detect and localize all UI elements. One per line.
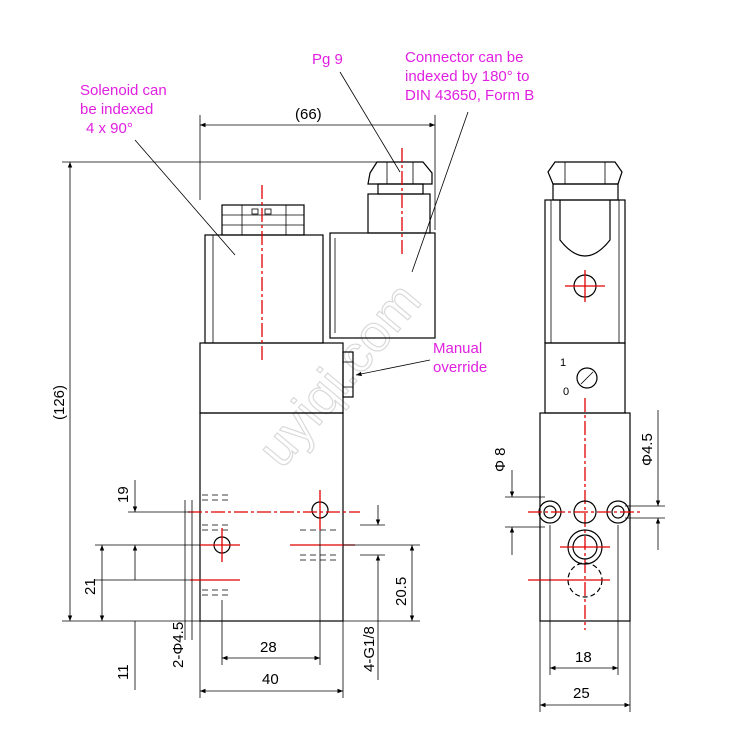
note-connector-1: Connector can be <box>405 49 523 66</box>
dim-25: 25 <box>573 685 590 702</box>
note-connector-2: indexed by 180° to <box>405 68 529 85</box>
solenoid-coil <box>204 234 324 344</box>
dim-40: 40 <box>262 671 279 688</box>
note-manual-1: Manual <box>433 340 482 357</box>
note-connector-3: DIN 43650, Form B <box>405 87 534 104</box>
side-view: 1 0 <box>528 161 640 630</box>
note-manual-2: override <box>433 359 487 376</box>
switch-label-0: 0 <box>563 386 569 398</box>
watermark: uyiqi.com <box>247 272 433 478</box>
dim-66: (66) <box>295 106 322 123</box>
dim-phi-4-5: Φ4.5 <box>639 433 656 466</box>
front-annotations: Solenoid can be indexed 4 x 90° Pg 9 Con… <box>80 49 534 377</box>
note-solenoid-3: 4 x 90° <box>86 120 133 137</box>
dim-20-5: 20.5 <box>393 577 410 606</box>
dim-11: 11 <box>115 664 132 680</box>
dim-21: 21 <box>82 578 99 595</box>
front-view <box>188 148 436 622</box>
front-dimensions: (66) (126) 19 21 11 2-Φ4.5 28 40 <box>51 106 436 698</box>
manual-override-knob <box>342 351 354 398</box>
dim-19: 19 <box>115 486 132 503</box>
dim-28: 28 <box>260 639 277 656</box>
side-dimensions: Φ 8 Φ4.5 18 25 <box>492 410 665 712</box>
dim-phi-8: Φ 8 <box>492 448 509 472</box>
note-solenoid-2: be indexed <box>80 101 153 118</box>
dim-4-g1-8: 4-G1/8 <box>361 626 378 672</box>
manual-switch <box>576 367 598 389</box>
switch-label-1: 1 <box>560 357 566 369</box>
note-pg9: Pg 9 <box>312 51 343 68</box>
solenoid-nut <box>221 204 305 236</box>
dim-18: 18 <box>575 649 592 666</box>
note-solenoid-1: Solenoid can <box>80 82 167 99</box>
dim-126: (126) <box>51 385 68 420</box>
dim-2-phi-4-5: 2-Φ4.5 <box>170 622 187 668</box>
